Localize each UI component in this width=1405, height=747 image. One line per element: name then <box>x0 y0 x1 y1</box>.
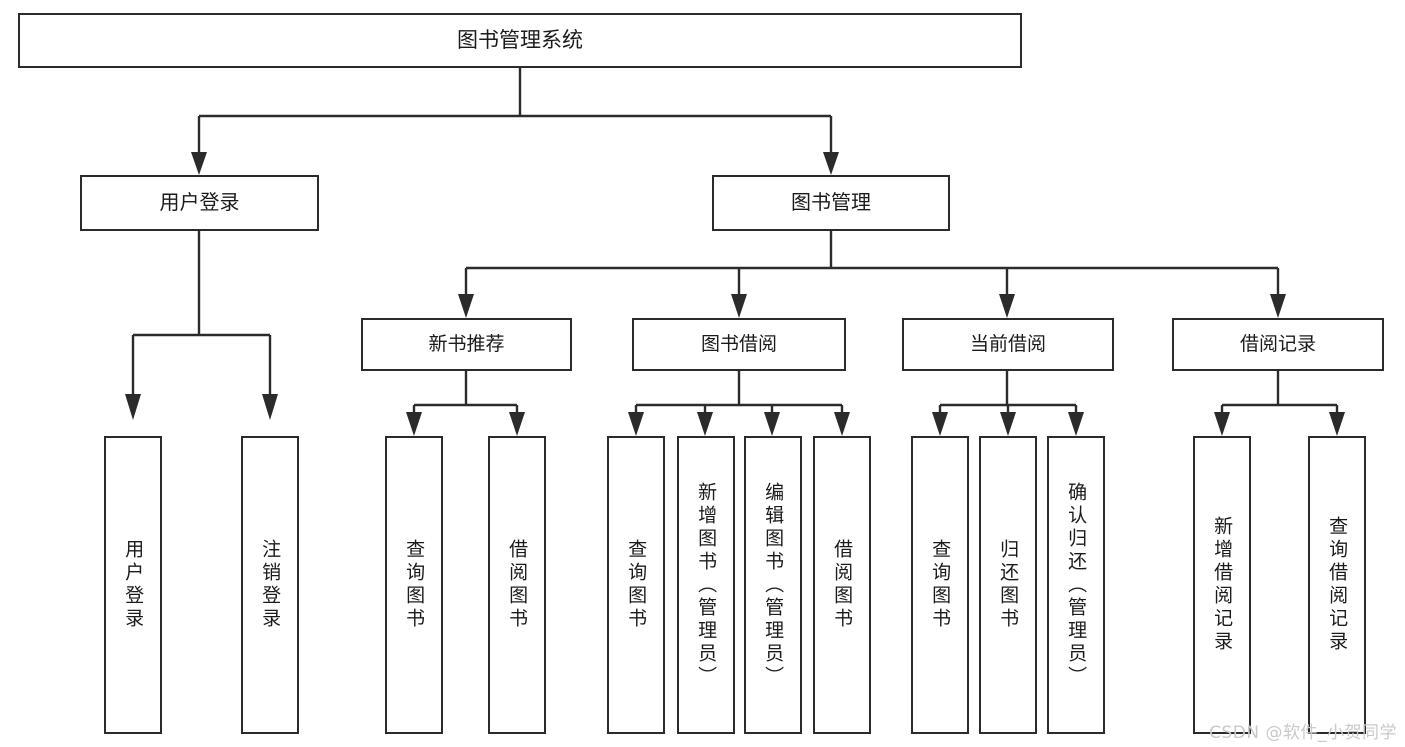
leaf-label: 确认归还（管理员） <box>1065 481 1088 689</box>
leaf-label: 查询图书 <box>929 539 952 631</box>
leaf-record-add[interactable]: 新增借阅记录 <box>1193 436 1251 734</box>
leaf-label: 查询图书 <box>625 539 648 631</box>
arrow-level3-4 <box>1270 294 1286 318</box>
leaf-new-book-query[interactable]: 查询图书 <box>385 436 443 734</box>
node-user-login-label: 用户登录 <box>159 190 240 215</box>
leaf-borrow-add-book[interactable]: 新增图书（管理员） <box>677 436 735 734</box>
node-new-book-recommend-label: 新书推荐 <box>428 333 505 356</box>
node-user-login[interactable]: 用户登录 <box>80 175 319 231</box>
leaf-current-return-book[interactable]: 归还图书 <box>979 436 1037 734</box>
arrow-current-3 <box>1068 412 1084 436</box>
arrow-newbook-1 <box>406 412 422 436</box>
leaf-label: 用户登录 <box>122 539 145 631</box>
arrow-userlogin-1 <box>125 394 141 420</box>
node-borrow-record[interactable]: 借阅记录 <box>1172 318 1384 371</box>
node-borrow-record-label: 借阅记录 <box>1239 333 1316 356</box>
node-root-label: 图书管理系统 <box>457 28 583 53</box>
leaf-label: 查询借阅记录 <box>1326 516 1349 654</box>
arrow-level3-2 <box>731 294 747 318</box>
leaf-label: 新增图书（管理员） <box>695 481 718 689</box>
arrow-record-1 <box>1214 412 1230 436</box>
leaf-label: 注销登录 <box>259 539 282 631</box>
leaf-borrow-edit-book[interactable]: 编辑图书（管理员） <box>744 436 802 734</box>
leaf-borrow-borrow-book[interactable]: 借阅图书 <box>813 436 871 734</box>
arrow-current-1 <box>932 412 948 436</box>
node-root[interactable]: 图书管理系统 <box>18 13 1022 68</box>
arrow-level3-3 <box>999 294 1015 318</box>
arrow-level2-left <box>191 152 207 175</box>
arrow-level3-1 <box>458 294 474 318</box>
leaf-user-login-login[interactable]: 用户登录 <box>104 436 162 734</box>
arrow-record-2 <box>1329 412 1345 436</box>
leaf-label: 借阅图书 <box>831 539 854 631</box>
arrow-borrow-3 <box>764 412 780 436</box>
node-current-borrow-label: 当前借阅 <box>969 333 1046 356</box>
leaf-label: 编辑图书（管理员） <box>762 481 785 689</box>
node-book-borrow-label: 图书借阅 <box>700 333 777 356</box>
leaf-label: 查询图书 <box>403 539 426 631</box>
arrow-userlogin-2 <box>262 394 278 420</box>
node-book-management[interactable]: 图书管理 <box>712 175 950 231</box>
arrow-borrow-1 <box>628 412 644 436</box>
node-book-management-label: 图书管理 <box>791 190 871 215</box>
leaf-label: 借阅图书 <box>506 539 529 631</box>
leaf-label: 归还图书 <box>997 539 1020 631</box>
leaf-current-confirm-return[interactable]: 确认归还（管理员） <box>1047 436 1105 734</box>
leaf-current-query-book[interactable]: 查询图书 <box>911 436 969 734</box>
leaf-record-query[interactable]: 查询借阅记录 <box>1308 436 1366 734</box>
node-new-book-recommend[interactable]: 新书推荐 <box>361 318 572 371</box>
leaf-user-login-logout[interactable]: 注销登录 <box>241 436 299 734</box>
leaf-borrow-query-book[interactable]: 查询图书 <box>607 436 665 734</box>
arrow-newbook-2 <box>509 412 525 436</box>
leaf-new-book-borrow[interactable]: 借阅图书 <box>488 436 546 734</box>
arrow-current-2 <box>1000 412 1016 436</box>
node-current-borrow[interactable]: 当前借阅 <box>902 318 1114 371</box>
arrow-borrow-4 <box>834 412 850 436</box>
csdn-watermark: CSDN @软件_小贺同学 <box>1209 723 1397 743</box>
arrow-borrow-2 <box>697 412 713 436</box>
node-book-borrow[interactable]: 图书借阅 <box>632 318 846 371</box>
arrow-level2-right <box>823 152 839 175</box>
leaf-label: 新增借阅记录 <box>1211 516 1234 654</box>
